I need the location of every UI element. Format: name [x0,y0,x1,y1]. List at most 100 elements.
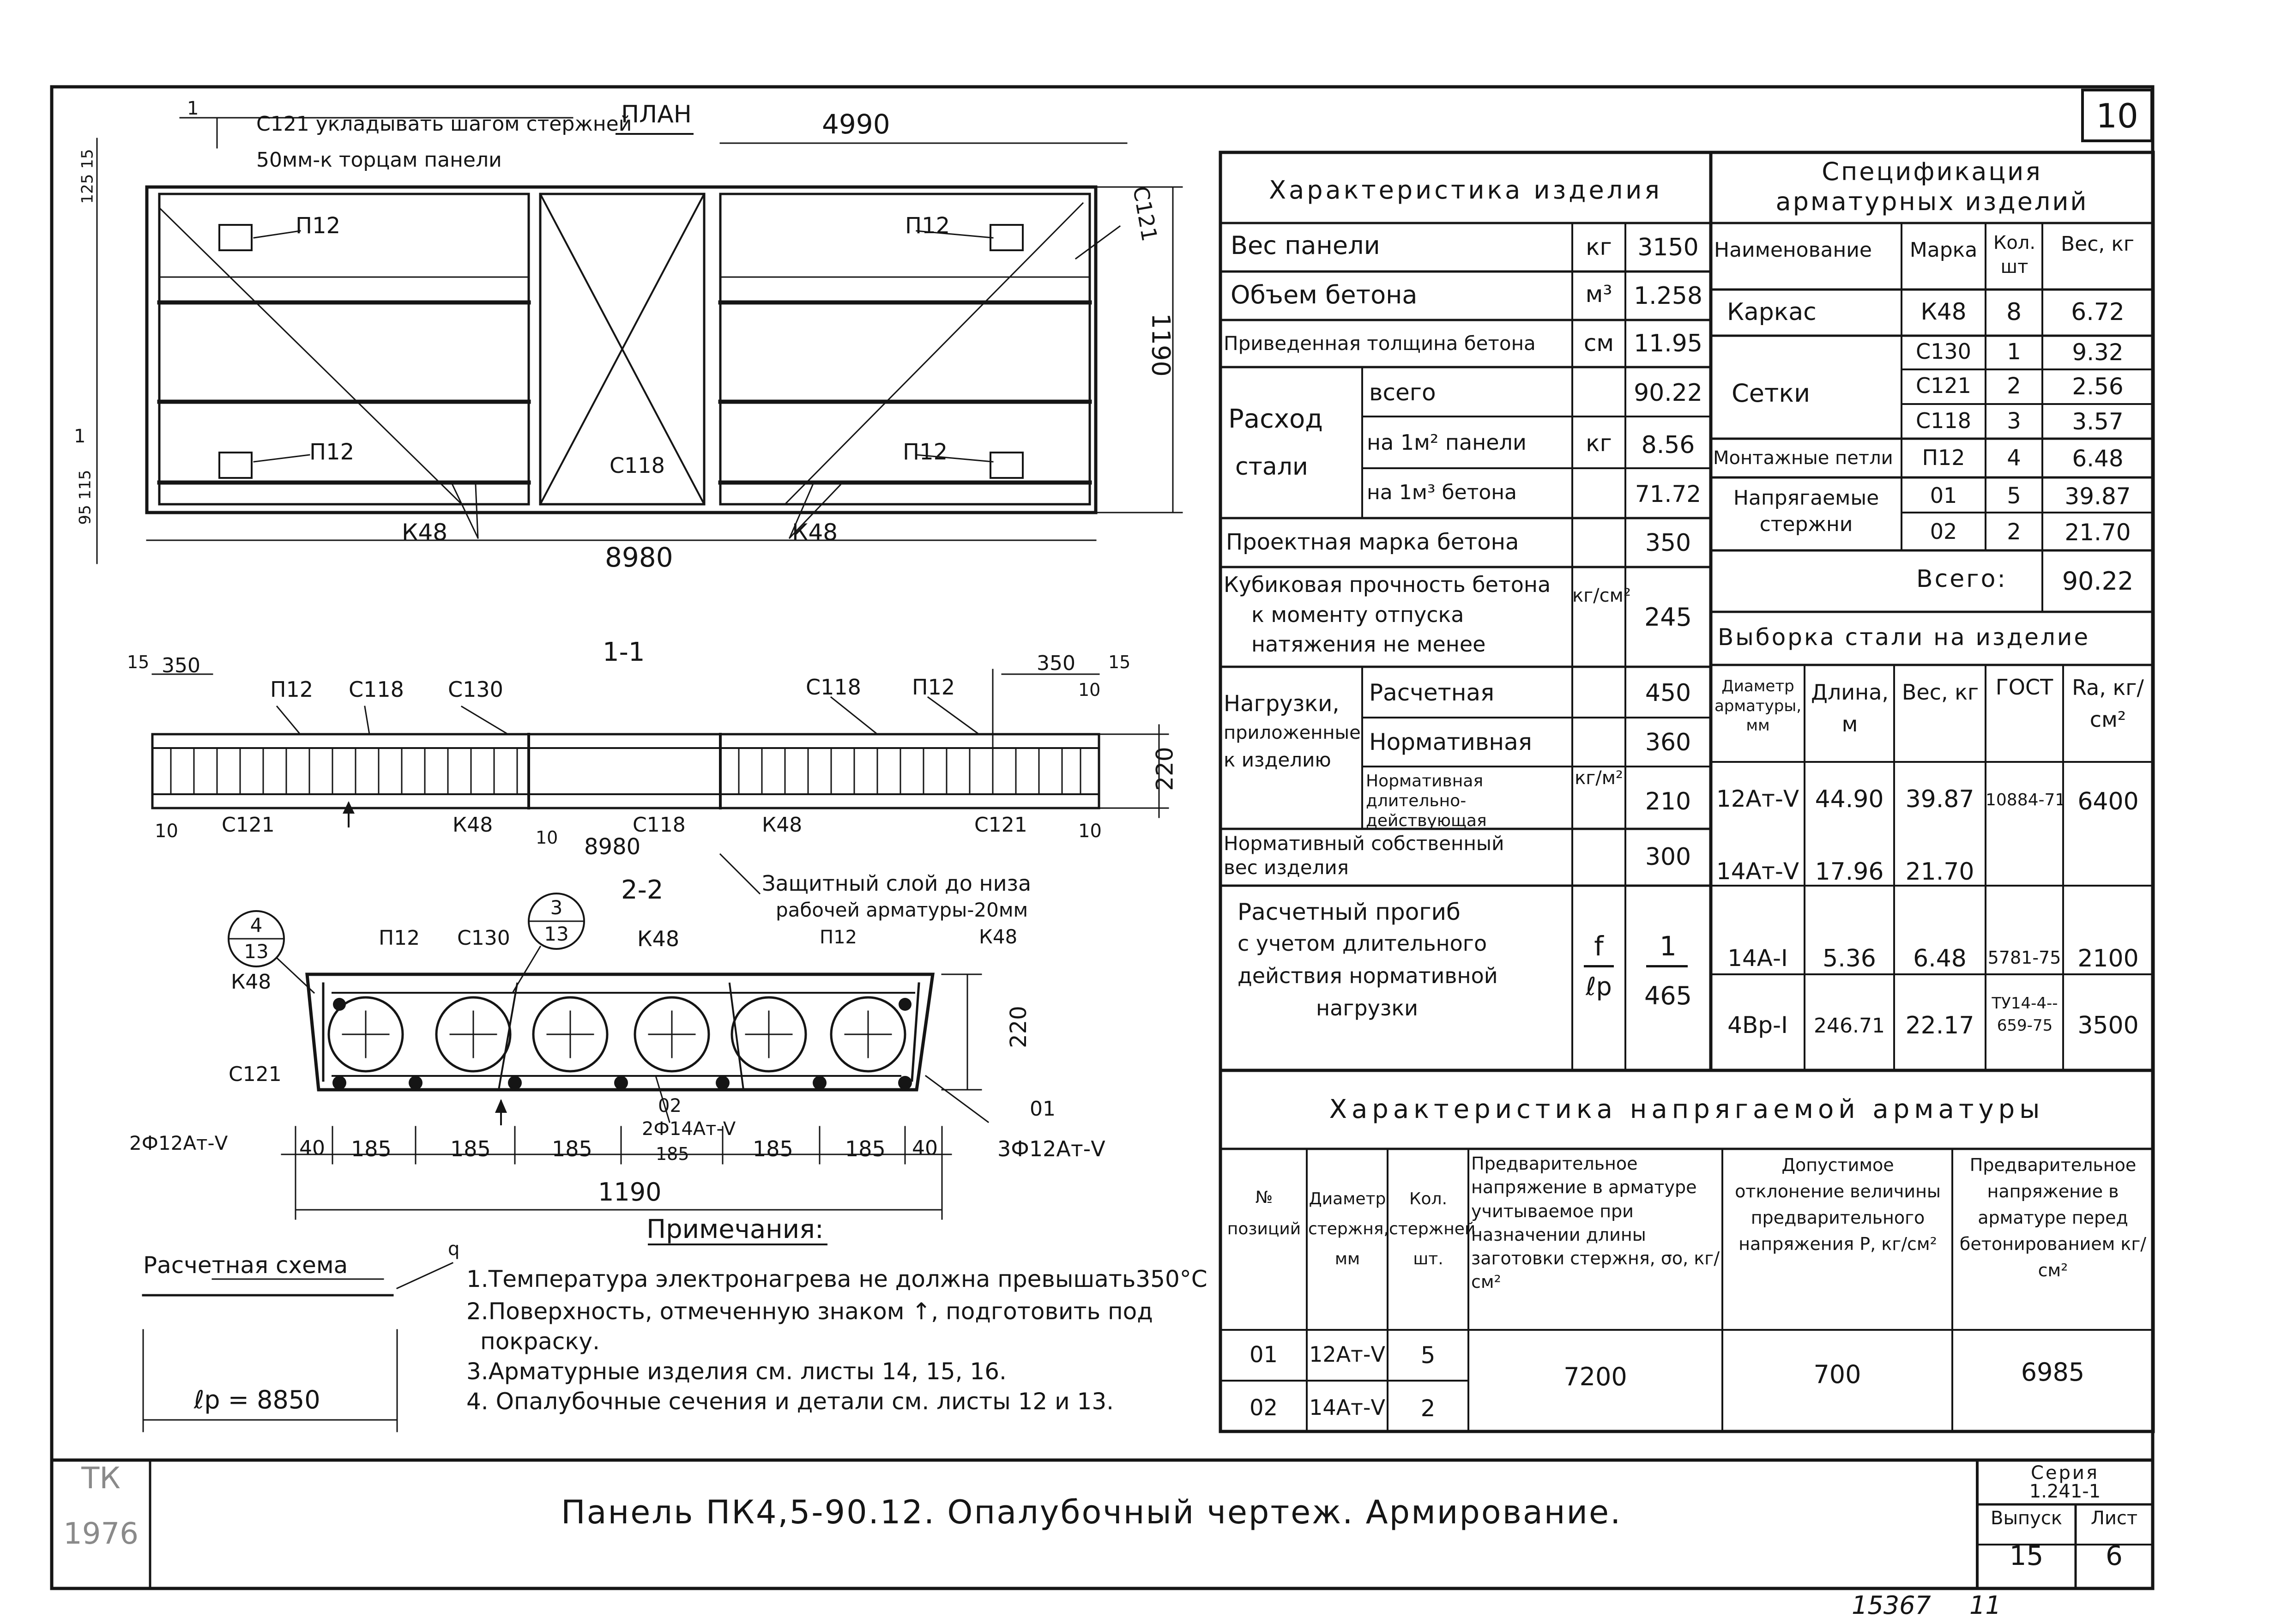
dim: 185 [845,1136,886,1161]
sampling-ra: 2100 [2077,945,2139,972]
steel-value: 71.72 [1635,481,1702,507]
spec-weight: 39.87 [2065,483,2131,510]
label: С121 [974,813,1027,837]
spec-mark: С130 [1916,339,1971,364]
loads-name: к изделию [1224,749,1331,771]
label: 2Ф14Ат-V [642,1118,736,1140]
spec-qty: 1 [2007,339,2021,365]
cover-note-line1: Защитный слой до низа [762,871,1032,896]
dim-height: 220 [1151,747,1178,791]
spec-mark: П12 [1922,445,1965,470]
sampling-header: Ra, кг/см² [2072,675,2144,732]
label-p12: П12 [309,439,355,465]
spec-weight: 9.32 [2072,339,2124,366]
label: С118 [633,813,686,837]
prestressed-header: № позиций [1227,1188,1301,1239]
dim: 185 [753,1136,793,1161]
plan-dim-height: 1190 [1146,313,1176,377]
sampling-dia: 14Ат-V [1716,858,1799,885]
series-label: Серия [2031,1462,2099,1484]
loads-value: 450 [1645,679,1691,707]
steel-name: стали [1235,453,1308,481]
label: 02 [658,1095,682,1117]
label-k48: К48 [792,519,838,546]
dim: 15 [127,652,150,672]
sampling-weight: 22.17 [1905,1012,1974,1039]
label: С130 [448,677,503,702]
calc-scheme-span: ℓр = 8850 [194,1385,320,1414]
prestressed-header: Допустимое отклонение величины предварит… [1735,1155,1941,1254]
char-unit: см [1583,330,1614,356]
spec-mark: 02 [1930,519,1957,544]
own-weight: Нормативный собственный [1224,832,1504,855]
deflection: Расчетный прогиб [1238,899,1461,925]
prestressed-qty: 2 [1420,1395,1436,1422]
steel-value: 90.22 [1634,379,1702,407]
label: К48 [231,970,272,994]
label: 3Ф12Ат-V [997,1136,1105,1161]
label: К48 [637,926,680,951]
spec-weight: 21.70 [2065,519,2131,546]
sampling-header: ГОСТ [1995,675,2053,700]
own-weight-value: 300 [1645,843,1691,871]
spec-header: Кол. шт [1993,232,2036,278]
spec-header: Наименование [1714,238,1872,262]
spec-weight: 3.57 [2072,408,2124,435]
sheet-title: Панель ПК4,5-90.12. Опалубочный чертеж. … [561,1493,1622,1531]
prestressed-dev: 700 [1813,1360,1861,1389]
label: С118 [349,677,404,702]
prestressed-dia: 14Ат-V [1309,1395,1385,1420]
series-value: 1.241-1 [2029,1481,2101,1502]
sampling-dia: 14А-I [1727,945,1788,972]
sampling-gost: 5781-75 [1987,948,2061,968]
sampling-len: 17.96 [1815,858,1884,886]
section-marker: 1 [187,98,199,119]
plan-title: ПЛАН [621,101,692,128]
loads-value: 210 [1645,788,1691,815]
steel-name: Расход [1228,404,1323,434]
label: К48 [979,925,1018,948]
grade-name: Проектная марка бетона [1226,529,1519,555]
deflection: нагрузки [1316,996,1418,1020]
spec-qty: 3 [2007,408,2021,434]
spec-qty: 8 [2006,298,2022,326]
cube-line: к моменту отпуска [1251,602,1464,627]
note-item: 3.Арматурные изделия см. листы 14, 15, 1… [466,1358,1007,1385]
fraction-bar [1584,965,1614,967]
dim: 350 [162,654,200,677]
char-value: 1.258 [1634,282,1702,310]
label: 2Ф12Ат-V [129,1132,228,1154]
prestressed-dia: 12Ат-V [1309,1342,1385,1367]
sampling-title: Выборка стали на изделие [1718,624,2090,651]
archive-number: 15367 [1852,1591,1931,1620]
steel-sub: на 1м² панели [1367,430,1527,455]
notes-title: Примечания: [646,1214,824,1244]
callout-top: 4 [250,914,263,936]
sampling-dia: 12Ат-V [1716,785,1799,812]
note-item: 2.Поверхность, отмеченную знаком ↑, подг… [466,1298,1153,1325]
spec-mark: К48 [1920,298,1967,325]
sampling-ra: 3500 [2077,1012,2139,1039]
label-p12: П12 [905,213,950,239]
prestressed-before: 6985 [2021,1358,2085,1387]
callout-bottom: 13 [544,923,569,945]
dim: 40 [912,1136,938,1160]
deflection-value-bottom: 465 [1644,981,1692,1010]
label: С121 [222,813,275,837]
dim: 185 [450,1136,491,1161]
dim: 10 [1078,680,1101,700]
spec-header: Вес, кг [2060,232,2135,256]
cover-note-line2: рабочей арматуры-20мм [776,899,1028,921]
section-11-title: 1-1 [603,637,645,667]
sampling-weight: 39.87 [1905,785,1974,813]
prestressed-qty: 5 [1420,1342,1436,1369]
own-weight: вес изделия [1224,856,1349,879]
spec-name: Сетки [1732,379,1811,408]
spec-header: Марка [1909,238,1978,262]
steel-unit: кг [1586,430,1612,457]
label: П12 [820,927,857,948]
spec-weight: 6.72 [2071,298,2125,326]
prestressed-pos: 01 [1249,1342,1278,1368]
label-c118: С118 [610,453,665,478]
